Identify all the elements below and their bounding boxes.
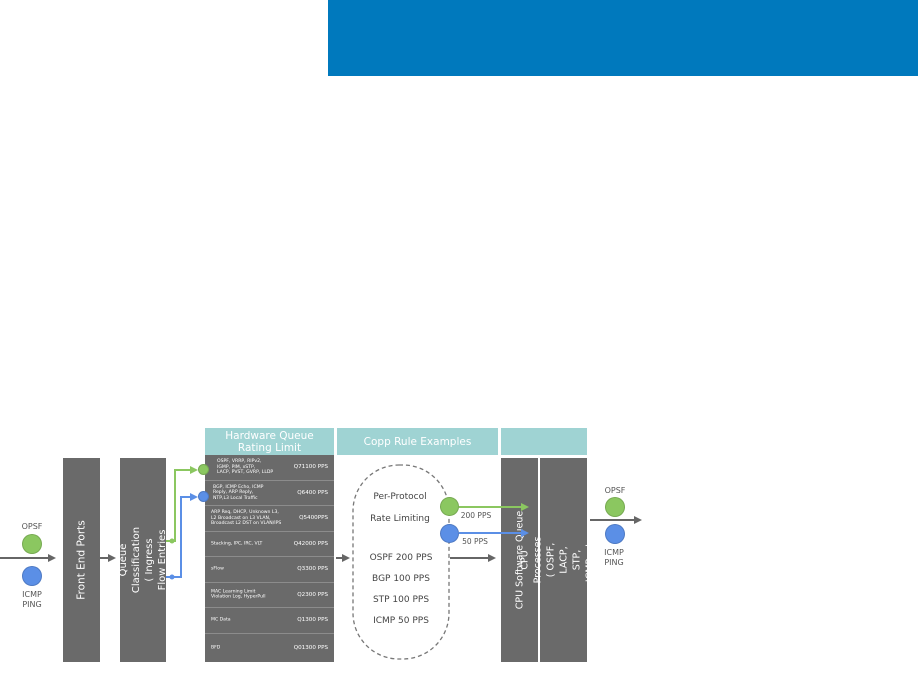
left-green-circle bbox=[22, 534, 42, 554]
copp-rate-green: 200 PPS bbox=[460, 511, 492, 520]
copp-blue-circle bbox=[440, 524, 459, 543]
copp-rule: ICMP 50 PPS bbox=[373, 616, 429, 626]
copp-rate-blue: 50 PPS bbox=[462, 537, 488, 546]
header-hardware-queue-label: Hardware Queue Rating Limit bbox=[225, 429, 314, 454]
left-opsf-label: OPSF bbox=[21, 522, 43, 531]
queue-desc: BFD bbox=[211, 645, 221, 651]
queue-blue-dot bbox=[198, 491, 209, 502]
queue-value: Q3300 PPS bbox=[297, 566, 328, 573]
header-cpu bbox=[501, 428, 587, 455]
header-copp-label: Copp Rule Examples bbox=[363, 435, 472, 448]
copp-rule: BGP 100 PPS bbox=[372, 574, 430, 584]
queue-row: Stacking, IPC, IRC, VLT Q42000 PPS bbox=[205, 532, 334, 557]
hardware-queue-panel: OSPF, VRRP, RIPv2, IGMP, PIM, xSTP, LACP… bbox=[205, 455, 334, 662]
queue-desc: ARP Req, DHCP, Unknown L3, L2 Broadcast … bbox=[211, 510, 282, 526]
queue-value: Q6400 PPS bbox=[297, 489, 328, 496]
queue-desc: MC Data bbox=[211, 617, 231, 623]
header-copp-examples: Copp Rule Examples bbox=[337, 428, 498, 455]
right-opsf-label: OPSF bbox=[604, 486, 626, 495]
queue-value: Q5400PPS bbox=[299, 515, 328, 522]
queue-row: BFD Q01300 PPS bbox=[205, 634, 334, 663]
queue-value: Q42000 PPS bbox=[293, 540, 328, 547]
blue-path bbox=[166, 493, 198, 578]
queue-green-dot bbox=[198, 464, 209, 475]
queue-value: Q01300 PPS bbox=[293, 644, 328, 651]
classification-bar: Protocol to Queue Classification ( Ingre… bbox=[105, 458, 181, 662]
queue-value: Q1300 PPS bbox=[297, 617, 328, 624]
right-green-circle bbox=[605, 497, 625, 517]
blue-path-dot bbox=[169, 574, 175, 580]
queue-desc: sFlow bbox=[211, 566, 224, 572]
right-icmp-label: ICMP PING bbox=[604, 548, 624, 567]
header-hardware-queue: Hardware Queue Rating Limit bbox=[205, 428, 334, 455]
copp-green-circle bbox=[440, 497, 459, 516]
queue-value: Q71100 PPS bbox=[293, 464, 328, 471]
front-end-ports-bar: Front End Ports bbox=[63, 458, 100, 662]
copp-rule: STP 100 PPS bbox=[372, 595, 430, 605]
copp-title-line1: Per-Protocol bbox=[373, 492, 427, 502]
copp-title-line2: Rate Limiting bbox=[370, 514, 430, 524]
queue-row: MAC Learning Limit Violation Log, HyperP… bbox=[205, 583, 334, 608]
left-icmp-label: ICMP PING bbox=[22, 590, 42, 609]
right-blue-circle bbox=[605, 524, 625, 544]
queue-desc: MAC Learning Limit Violation Log, HyperP… bbox=[211, 589, 266, 600]
cpu-processes-bar: CPU Processes ( OSPF, LACP, STP, ICMP, e… bbox=[519, 458, 608, 662]
copp-dashed-region bbox=[352, 464, 450, 660]
queue-row: BGP, ICMP Echo, ICMP Reply, ARP Reply, N… bbox=[205, 481, 334, 506]
queue-desc: BGP, ICMP Echo, ICMP Reply, ARP Reply, N… bbox=[213, 484, 264, 501]
queue-value: Q2300 PPS bbox=[297, 591, 328, 598]
queue-desc: OSPF, VRRP, RIPv2, IGMP, PIM, xSTP, LACP… bbox=[217, 459, 274, 475]
queue-desc: Stacking, IPC, IRC, VLT bbox=[211, 541, 263, 547]
cpu-software-queue-bar: CPU Software Queue bbox=[501, 458, 538, 662]
queue-row: ARP Req, DHCP, Unknown L3, L2 Broadcast … bbox=[205, 506, 334, 532]
copp-rule: OSPF 200 PPS bbox=[369, 553, 433, 563]
left-blue-circle bbox=[22, 566, 42, 586]
top-banner bbox=[328, 0, 918, 76]
queue-row: sFlow Q3300 PPS bbox=[205, 557, 334, 583]
queue-row: OSPF, VRRP, RIPv2, IGMP, PIM, xSTP, LACP… bbox=[205, 455, 334, 481]
green-path-dot bbox=[169, 538, 175, 544]
queue-row: MC Data Q1300 PPS bbox=[205, 608, 334, 634]
